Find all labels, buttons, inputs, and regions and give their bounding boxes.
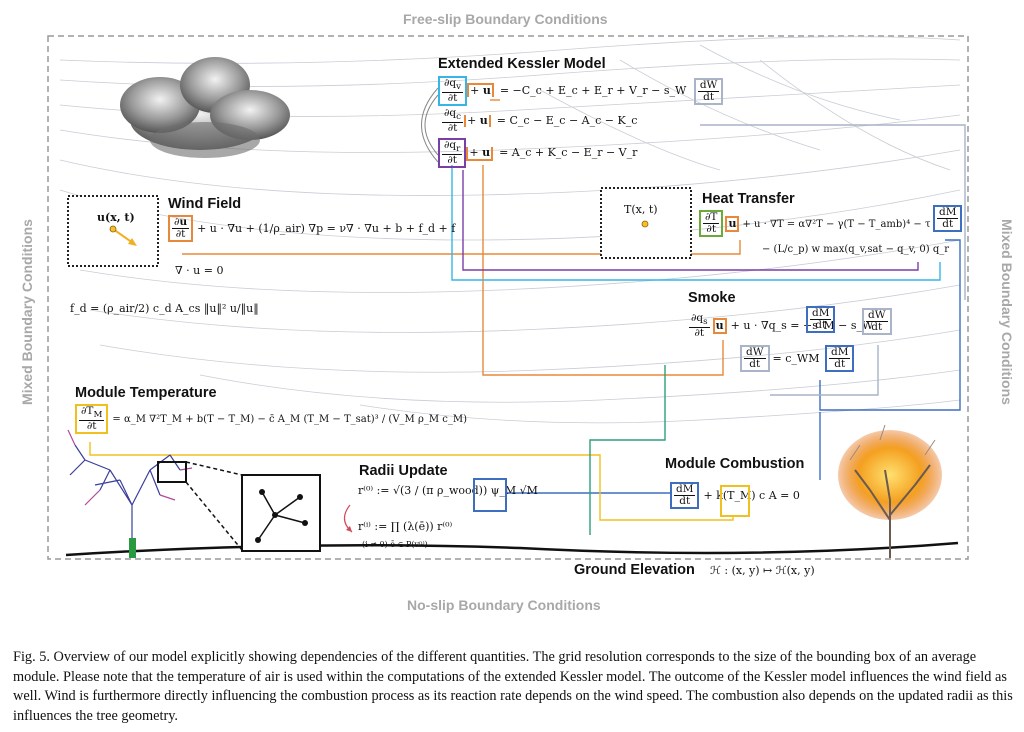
radii-eq-line1: r⁽⁰⁾ := √(3 / (π ρ_wood)) ψ_M √M	[358, 484, 538, 497]
heat-probe-label: T(x, t)	[624, 203, 658, 216]
ground-line	[65, 541, 959, 557]
tree-graph-zoom	[241, 474, 321, 552]
heat-title: Heat Transfer	[702, 191, 795, 207]
ground-mapping: ℋ : (x, y) ↦ ℋ(x, y)	[710, 564, 815, 577]
combustion-title: Module Combustion	[665, 456, 805, 472]
boundary-left-label: Mixed Boundary Conditions	[18, 219, 35, 405]
wind-drag-eq: f_d = (ρ_air/2) c_d A_cs ‖u‖² u/‖u‖	[70, 302, 259, 315]
boundary-right-label: Mixed Boundary Conditions	[998, 219, 1015, 405]
ground-title: Ground Elevation	[574, 562, 695, 578]
cloud-image	[120, 57, 290, 158]
kessler-brace	[421, 87, 439, 163]
smoke-title: Smoke	[688, 290, 736, 306]
tree-image-left	[67, 429, 193, 558]
tree-graph	[257, 491, 306, 541]
radii-title: Radii Update	[359, 463, 448, 479]
radii-sqrtm-box	[473, 478, 507, 512]
boundary-bottom-label: No-slip Boundary Conditions	[407, 597, 601, 613]
burning-tree-image	[838, 424, 942, 558]
wind-momentum-eq: ∂u∂t+ u · ∇u + (1/ρ_air) ∇p = ν∇ · ∇u + …	[168, 215, 455, 243]
boundary-top-label: Free-slip Boundary Conditions	[403, 11, 608, 27]
radii-eq-line2: r⁽ⁱ⁾ := ∏ (λ(ē)) r⁽⁰⁾	[358, 520, 453, 533]
module-temp-eq: ∂TM∂t= α_M ∇²T_M + b(T − T_M) − c̄ A_M (…	[75, 404, 467, 435]
module-temp-title: Module Temperature	[75, 385, 217, 401]
radii-note: (i ≠ 0) ē ∈ P(v⁽ⁱ⁾)	[362, 540, 428, 549]
tree-zoom-marker	[157, 461, 187, 483]
domain-boundary	[47, 35, 969, 560]
wind-divergence-eq: ∇ · u = 0	[175, 264, 224, 277]
heat-eq-line2: − (L/c_p) w max(q_v,sat − q_v, 0) q_r	[762, 244, 950, 255]
kessler-eq-qv: ∂qv∂t + u= −C_c + E_c + E_r + V_r − s_W …	[438, 76, 724, 107]
wind-title: Wind Field	[168, 196, 242, 212]
diagram-canvas	[47, 35, 969, 560]
combustion-tm-box	[720, 485, 750, 517]
kessler-eq-qr: ∂qr∂t + u= A_c + K_c − E_r − V_r	[438, 138, 637, 169]
kessler-eq-qc: ∂qc∂t + u= C_c − E_c − A_c − K_c	[442, 107, 638, 135]
figure-caption: Fig. 5. Overview of our model explicitly…	[13, 649, 1013, 724]
kessler-title: Extended Kessler Model	[438, 56, 606, 72]
dependency-connectors	[89, 99, 966, 535]
wind-probe-label: u(x, t)	[97, 211, 135, 224]
